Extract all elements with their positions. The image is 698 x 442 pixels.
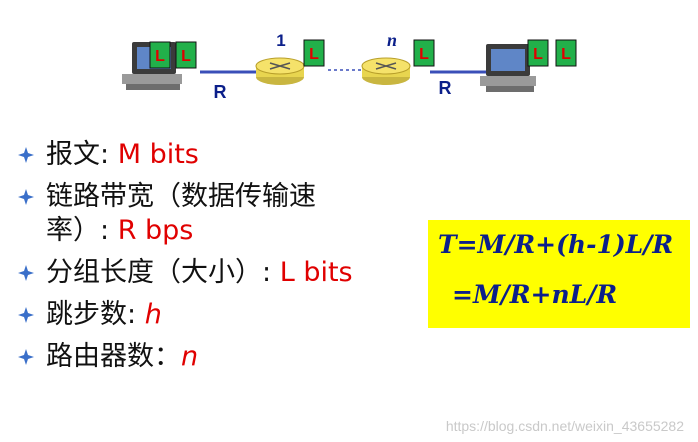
formula-line-1: T=M/R+(h-1)L/R [438,230,674,259]
diamond-bullet-icon [18,189,34,205]
router-1-icon [255,57,305,85]
list-item-value: h [144,299,162,330]
delay-formula-box: T=M/R+(h-1)L/R =M/R+nL/R [428,220,690,328]
destination-host-icon [480,44,536,92]
list-item-label: 路由器数： [46,341,181,372]
router-1-packet: L [303,39,325,67]
parameter-list: 报文: M bits 链路带宽（数据传输速率）: R bps 分组长度（大小）:… [16,138,416,382]
link-rate-right: R [439,78,452,98]
watermark: https://blog.csdn.net/weixin_43655282 [445,418,684,434]
destination-packet-2: L [555,39,577,67]
list-item: 报文: M bits [16,138,416,172]
router-n-packet: L [413,39,435,67]
formula-line-2: =M/R+nL/R [452,280,618,309]
diamond-bullet-icon [18,265,34,281]
list-item: 链路带宽（数据传输速率）: R bps [16,180,376,248]
list-item-value: R bps [117,215,194,246]
svg-text:L: L [309,46,319,63]
source-packet-2: L [175,41,197,69]
network-diagram: L L 1 L n L L L R R [122,30,577,102]
source-packet-1: L [149,41,171,69]
svg-text:L: L [181,48,191,65]
svg-text:L: L [533,46,543,63]
list-item: 跳步数: h [16,298,416,332]
svg-text:L: L [155,48,165,65]
list-item-value: L bits [279,257,353,288]
diamond-bullet-icon [18,307,34,323]
list-item-label: 链路带宽（数据传输速率）: [46,181,316,246]
list-item: 路由器数：n [16,340,416,374]
list-item-label: 报文: [46,139,118,170]
svg-text:L: L [561,46,571,63]
link-rate-left: R [214,82,227,102]
hop-last-label: n [387,30,397,50]
list-item-value: M bits [117,139,199,170]
router-n-icon [361,57,411,85]
destination-packet-1: L [527,39,549,67]
list-item: 分组长度（大小）: L bits [16,256,376,290]
diamond-bullet-icon [18,147,34,163]
svg-text:L: L [419,46,429,63]
list-item-value: n [181,341,199,372]
hop-first-label: 1 [276,31,285,50]
list-item-label: 分组长度（大小）: [46,257,280,288]
list-item-label: 跳步数: [46,299,145,330]
diamond-bullet-icon [18,349,34,365]
